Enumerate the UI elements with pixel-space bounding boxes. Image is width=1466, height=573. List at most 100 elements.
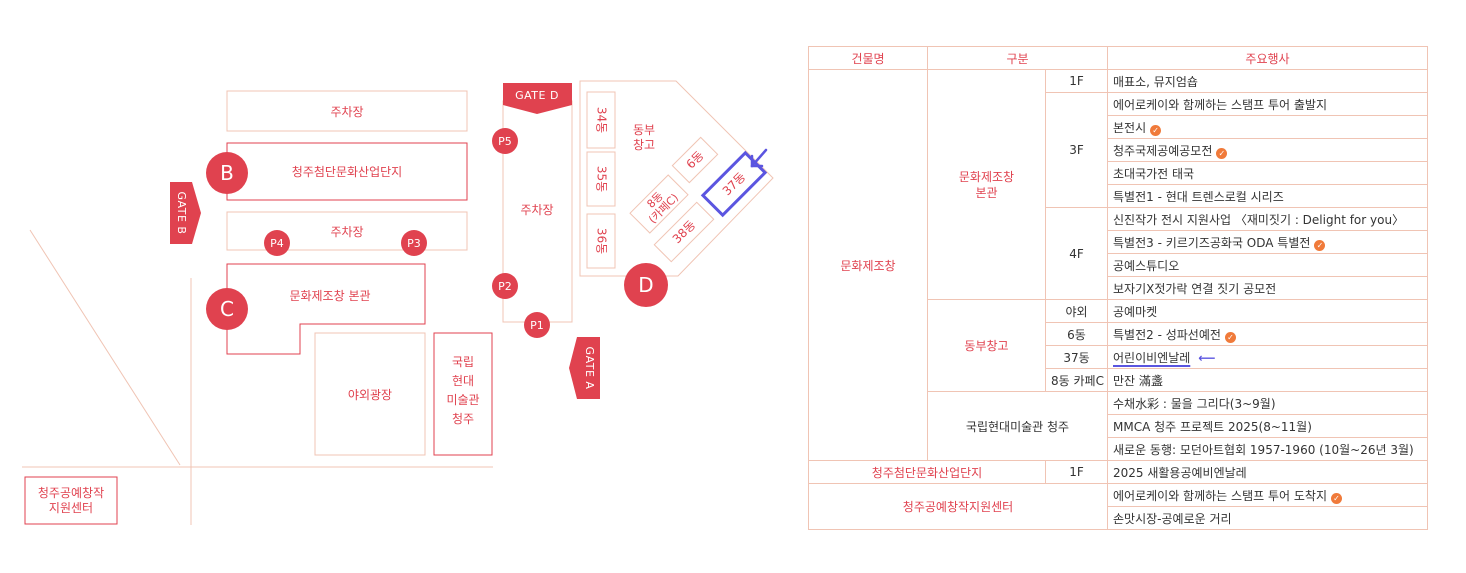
event-cell: 초대국가전 태국 bbox=[1107, 161, 1428, 185]
building-8 bbox=[629, 174, 689, 234]
zone-d-marker[interactable] bbox=[624, 263, 668, 307]
parking-mid-label: 주차장 bbox=[330, 225, 363, 239]
event-cell: 새로운 동행: 모던아트협회 1957-1960 (10월~26년 3월) bbox=[1107, 437, 1428, 461]
parking-p1-label: P1 bbox=[530, 319, 544, 332]
floor-cell: 8동 카페C bbox=[1045, 368, 1108, 392]
museum-cell: 국립현대미술관 청주 bbox=[927, 391, 1108, 461]
event-cell: 특별전1 - 현대 트렌스로컬 시리즈 bbox=[1107, 184, 1428, 208]
building-35 bbox=[586, 151, 616, 207]
building-8-label: 8동(카페C) bbox=[638, 183, 681, 226]
gate-b-sign[interactable] bbox=[170, 182, 201, 244]
gate-a-sign[interactable] bbox=[569, 337, 600, 399]
parking-p2-marker[interactable] bbox=[492, 273, 518, 299]
event-cell: 매표소, 뮤지엄숍 bbox=[1107, 69, 1428, 93]
event-cell: 수채水彩 : 물을 그리다(3~9월) bbox=[1107, 391, 1428, 415]
event-cell: 만잔 滿盞 bbox=[1107, 368, 1428, 392]
parking-p3-label: P3 bbox=[407, 237, 421, 250]
road-diagonal bbox=[29, 229, 181, 466]
label-line: 창고 bbox=[633, 138, 655, 152]
label-line: 청주공예창작 bbox=[38, 486, 104, 500]
complex-cell: 청주첨단문화산업단지 bbox=[808, 460, 1046, 484]
floor-cell: 3F bbox=[1045, 92, 1108, 208]
building-34-label: 34동 bbox=[595, 107, 609, 133]
building-36-label: 36동 bbox=[595, 228, 609, 254]
parking-mid-area bbox=[226, 211, 468, 251]
zone-c-label: C bbox=[220, 297, 234, 321]
craft-center-cell: 청주공예창작지원센터 bbox=[808, 483, 1108, 530]
event-text: 본전시 bbox=[1113, 120, 1147, 135]
building-35-label: 35동 bbox=[595, 166, 609, 192]
table-row: 6동 특별전2 - 성파선예전✓ bbox=[809, 322, 1428, 346]
table-row: 4F 신진작가 전시 지원사업 〈재미짓기 : Delight for you〉 bbox=[809, 207, 1428, 300]
check-icon: ✓ bbox=[1330, 492, 1342, 504]
parking-p3-marker[interactable] bbox=[401, 230, 427, 256]
event-text: 에어로케이와 함께하는 스탬프 투어 도착지 bbox=[1113, 488, 1327, 503]
gate-d-sign[interactable] bbox=[503, 83, 572, 114]
building-36 bbox=[586, 213, 616, 269]
check-icon: ✓ bbox=[1150, 124, 1162, 136]
table-row: 손맛시장-공예로운 거리 bbox=[809, 506, 1428, 530]
event-cell: 손맛시장-공예로운 거리 bbox=[1107, 506, 1428, 530]
label-line: 청주 bbox=[452, 412, 474, 426]
zone-b-marker[interactable] bbox=[206, 152, 248, 194]
main-building bbox=[226, 263, 426, 355]
event-cell: 공예마켓 bbox=[1107, 299, 1428, 323]
table-row: 청주국제공예공모전✓ bbox=[809, 138, 1428, 162]
event-cell: 신진작가 전시 지원사업 〈재미짓기 : Delight for you〉 bbox=[1107, 207, 1428, 231]
gate-b-label: GATE B bbox=[175, 192, 188, 235]
event-cell: 어린이비엔날레 ⟵ bbox=[1107, 345, 1428, 369]
floor-cell: 야외 bbox=[1045, 299, 1108, 323]
zone-c-marker[interactable] bbox=[206, 288, 248, 330]
table-row: 새로운 동행: 모던아트협회 1957-1960 (10월~26년 3월) bbox=[809, 437, 1428, 461]
label-line: 현대 bbox=[452, 374, 474, 388]
building-6 bbox=[671, 136, 719, 184]
zone-d-label: D bbox=[638, 273, 653, 297]
parking-p4-marker[interactable] bbox=[264, 230, 290, 256]
building-38 bbox=[653, 201, 715, 263]
craft-center-building bbox=[24, 476, 118, 525]
floor-cell: 37동 bbox=[1045, 345, 1108, 369]
parking-p5-marker[interactable] bbox=[492, 128, 518, 154]
plaza-label: 야외광장 bbox=[348, 388, 392, 402]
table-row: 3F 에어로케이와 함께하는 스탬프 투어 출발지 bbox=[809, 92, 1428, 208]
table-row: 초대국가전 태국 bbox=[809, 161, 1428, 185]
event-cell: MMCA 청주 프로젝트 2025(8~11월) bbox=[1107, 414, 1428, 438]
event-cell: 에어로케이와 함께하는 스탬프 투어 출발지 bbox=[1107, 92, 1428, 116]
event-cell: 특별전3 - 키르기즈공화국 ODA 특별전✓ bbox=[1107, 230, 1428, 254]
parking-top-label: 주차장 bbox=[330, 105, 363, 119]
zone-b-label: B bbox=[220, 161, 234, 185]
parking-p5-label: P5 bbox=[498, 135, 512, 148]
parking-east-label: 주차장 bbox=[520, 203, 553, 217]
floor-cell: 4F bbox=[1045, 207, 1108, 300]
parking-p2-label: P2 bbox=[498, 280, 512, 293]
complex-label: 청주첨단문화산업단지 bbox=[292, 165, 402, 179]
event-cell: 특별전2 - 성파선예전✓ bbox=[1107, 322, 1428, 346]
table-row: 동부창고 야외 공예마켓 bbox=[809, 299, 1428, 392]
table-header-row: 건물명 구분 주요행사 bbox=[808, 46, 1428, 70]
gate-a-label: GATE A bbox=[583, 347, 596, 390]
parking-p4-label: P4 bbox=[270, 237, 284, 250]
floor-cell: 6동 bbox=[1045, 322, 1108, 346]
table-row: 문화제조창 문화제조창 본관 1F 매표소, 뮤지엄숍 bbox=[808, 69, 1428, 461]
arrow-left-icon: ⟵ bbox=[1198, 350, 1216, 365]
event-schedule-table: 건물명 구분 주요행사 문화제조창 문화제조창 본관 1F 매표소, 뮤지엄숍 … bbox=[808, 46, 1428, 530]
building-6-label: 6동 bbox=[683, 148, 706, 171]
table-row: 청주공예창작지원센터 에어로케이와 함께하는 스탬프 투어 도착지✓ bbox=[808, 483, 1428, 530]
event-cell: 공예스튜디오 bbox=[1107, 253, 1428, 277]
label-line: 국립 bbox=[452, 355, 474, 369]
event-text: 특별전2 - 성파선예전 bbox=[1113, 327, 1221, 342]
event-text: 청주국제공예공모전 bbox=[1113, 143, 1213, 158]
label-line: 동부 bbox=[633, 123, 655, 137]
event-cell: 2025 새활용공예비엔날레 bbox=[1107, 460, 1428, 484]
event-cell: 청주국제공예공모전✓ bbox=[1107, 138, 1428, 162]
main-hall-cell: 문화제조창 본관 bbox=[927, 69, 1046, 300]
building-34 bbox=[586, 91, 616, 149]
highlighted-event-text: 어린이비엔날레 bbox=[1113, 350, 1191, 365]
table-row: MMCA 청주 프로젝트 2025(8~11월) bbox=[809, 414, 1428, 438]
event-cell: 보자기X젓가락 연결 짓기 공모전 bbox=[1107, 276, 1428, 300]
table-row: 국립현대미술관 청주 수채水彩 : 물을 그리다(3~9월) bbox=[809, 391, 1428, 461]
main-building-label: 문화제조창 본관 bbox=[289, 289, 370, 303]
parking-p1-marker[interactable] bbox=[524, 312, 550, 338]
